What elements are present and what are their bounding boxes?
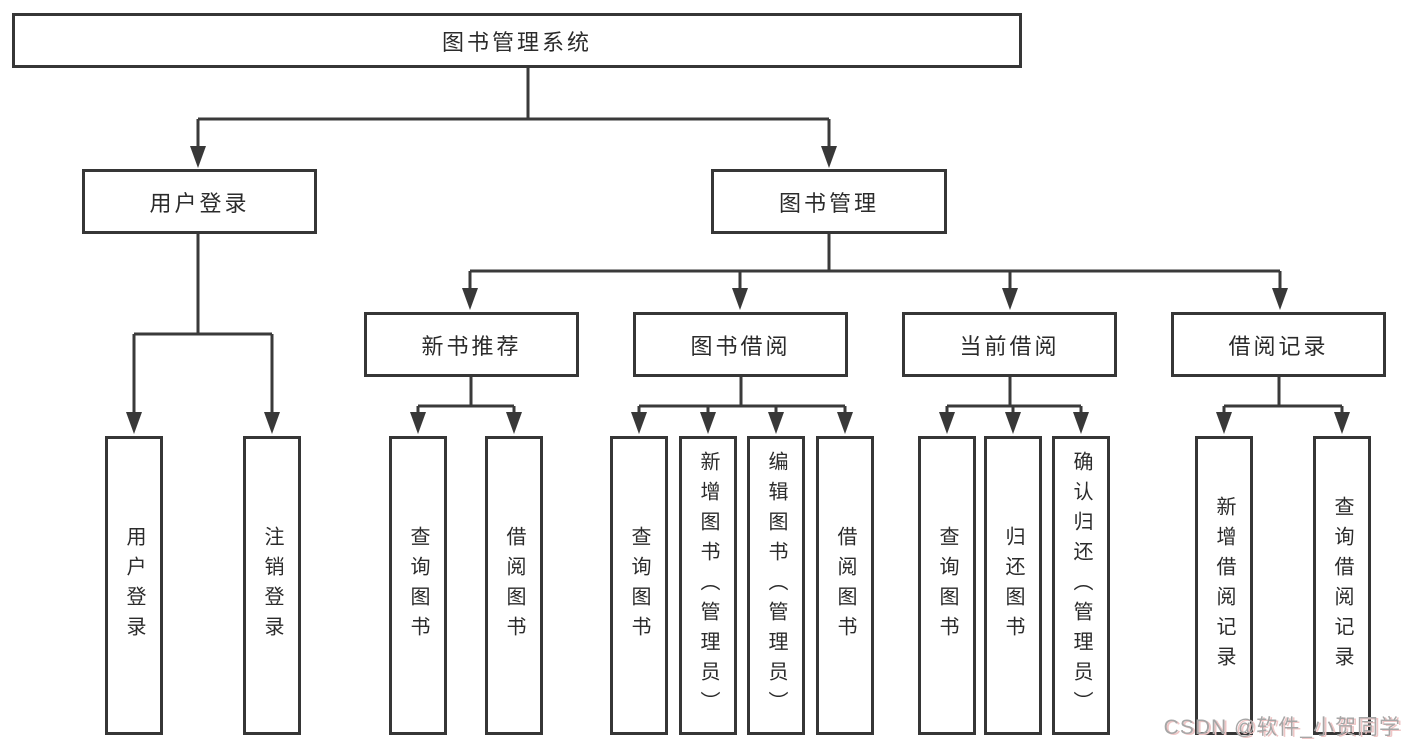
arrowhead-borrow-books-recommend bbox=[506, 412, 522, 434]
leaf-query-borrow-record: 查询借阅记录 bbox=[1313, 436, 1371, 735]
arrowhead-user-login bbox=[190, 146, 206, 168]
leaf-logout-label: 注销登录 bbox=[261, 525, 283, 646]
arrowhead-book-management bbox=[821, 146, 837, 168]
leaf-borrow-books-borrowing: 借阅图书 bbox=[816, 436, 874, 735]
edge-root-to-children bbox=[196, 68, 831, 146]
arrowhead-query-books-current bbox=[939, 412, 955, 434]
edge-user-login-to-children bbox=[132, 234, 274, 412]
arrowhead-leaf-user-login bbox=[126, 412, 142, 434]
arrowhead-add-books-admin bbox=[700, 412, 716, 434]
csdn-watermark: CSDN @软件_小贺同学 bbox=[1163, 716, 1401, 739]
node-new-book-recommendation-label: 新书推荐 bbox=[421, 333, 522, 359]
arrowhead-leaf-logout bbox=[264, 412, 280, 434]
node-current-borrowing: 当前借阅 bbox=[902, 312, 1117, 377]
node-current-borrowing-label: 当前借阅 bbox=[959, 333, 1060, 359]
leaf-return-books-label: 归还图书 bbox=[1002, 525, 1024, 646]
arrowhead-borrowing-records bbox=[1272, 288, 1288, 310]
node-user-login: 用户登录 bbox=[82, 169, 317, 234]
leaf-borrow-books-recommend: 借阅图书 bbox=[485, 436, 543, 735]
node-library-management-system: 图书管理系统 bbox=[12, 13, 1022, 68]
edge-book-management-to-children bbox=[468, 234, 1282, 289]
node-book-borrowing: 图书借阅 bbox=[633, 312, 848, 377]
arrowhead-new-book-recommendation bbox=[462, 288, 478, 310]
arrowhead-edit-books-admin bbox=[768, 412, 784, 434]
node-book-management-label: 图书管理 bbox=[778, 190, 879, 216]
leaf-borrow-books-borrowing-label: 借阅图书 bbox=[834, 525, 856, 646]
leaf-confirm-return-admin-label: 确认归还（管理员） bbox=[1070, 450, 1092, 721]
arrowhead-return-books bbox=[1005, 412, 1021, 434]
arrowhead-book-borrowing bbox=[732, 288, 748, 310]
arrowhead-query-books-borrowing bbox=[631, 412, 647, 434]
leaf-return-books: 归还图书 bbox=[984, 436, 1042, 735]
leaf-query-books-borrowing-label: 查询图书 bbox=[628, 525, 650, 646]
leaf-add-borrow-record-label: 新增借阅记录 bbox=[1213, 495, 1235, 676]
arrowhead-query-borrow-record bbox=[1334, 412, 1350, 434]
arrowhead-borrow-books-borrowing bbox=[837, 412, 853, 434]
leaf-borrow-books-recommend-label: 借阅图书 bbox=[503, 525, 525, 646]
edge-new-book-recommendation-to-children bbox=[416, 377, 516, 413]
leaf-edit-books-admin: 编辑图书（管理员） bbox=[747, 436, 805, 735]
leaf-query-books-current-label: 查询图书 bbox=[936, 525, 958, 646]
node-library-management-system-label: 图书管理系统 bbox=[441, 29, 592, 55]
leaf-query-books-recommend-label: 查询图书 bbox=[407, 525, 429, 646]
leaf-confirm-return-admin: 确认归还（管理员） bbox=[1052, 436, 1110, 735]
node-book-management: 图书管理 bbox=[711, 169, 947, 234]
node-new-book-recommendation: 新书推荐 bbox=[364, 312, 579, 377]
leaf-query-books-current: 查询图书 bbox=[918, 436, 976, 735]
arrowhead-current-borrowing bbox=[1002, 288, 1018, 310]
node-book-borrowing-label: 图书借阅 bbox=[690, 333, 791, 359]
node-user-login-label: 用户登录 bbox=[149, 190, 250, 216]
edge-book-borrowing-to-children bbox=[637, 377, 847, 413]
leaf-logout: 注销登录 bbox=[243, 436, 301, 735]
leaf-edit-books-admin-label: 编辑图书（管理员） bbox=[765, 450, 787, 721]
edge-current-borrowing-to-children bbox=[945, 377, 1083, 413]
leaf-query-books-recommend: 查询图书 bbox=[389, 436, 447, 735]
leaf-user-login: 用户登录 bbox=[105, 436, 163, 735]
edge-borrowing-records-to-children bbox=[1222, 377, 1344, 413]
node-borrowing-records-label: 借阅记录 bbox=[1228, 333, 1329, 359]
node-borrowing-records: 借阅记录 bbox=[1171, 312, 1386, 377]
leaf-add-books-admin: 新增图书（管理员） bbox=[679, 436, 737, 735]
leaf-add-borrow-record: 新增借阅记录 bbox=[1195, 436, 1253, 735]
leaf-add-books-admin-label: 新增图书（管理员） bbox=[697, 450, 719, 721]
leaf-query-borrow-record-label: 查询借阅记录 bbox=[1331, 495, 1353, 676]
arrowhead-query-books-recommend bbox=[410, 412, 426, 434]
arrowhead-confirm-return-admin bbox=[1073, 412, 1089, 434]
arrowhead-add-borrow-record bbox=[1216, 412, 1232, 434]
leaf-user-login-label: 用户登录 bbox=[123, 525, 145, 646]
leaf-query-books-borrowing: 查询图书 bbox=[610, 436, 668, 735]
